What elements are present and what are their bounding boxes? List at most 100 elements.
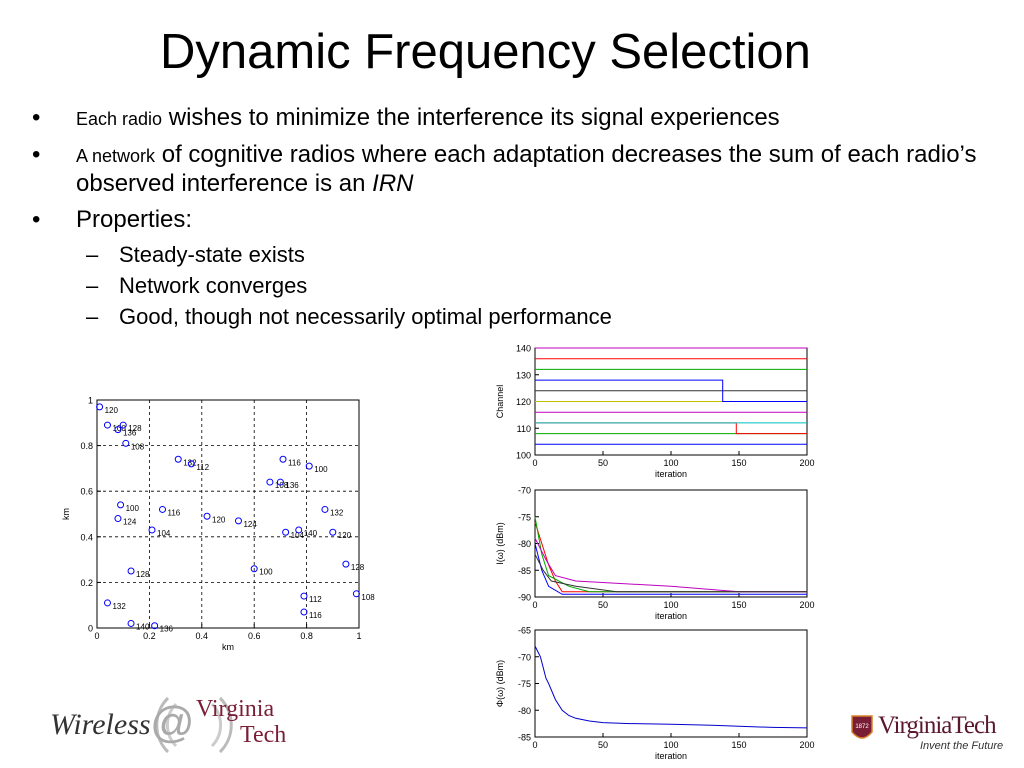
scatter-point xyxy=(321,505,329,513)
point-label: 132 xyxy=(330,508,344,517)
point-label: 136 xyxy=(285,481,299,490)
y-tick-label: 0.6 xyxy=(80,487,93,497)
y-tick-label: -75 xyxy=(518,512,531,522)
scatter-point xyxy=(127,619,135,627)
scatter-point xyxy=(96,403,104,411)
vt-seal-icon: 1872 xyxy=(851,715,873,739)
point-label: 116 xyxy=(288,458,301,467)
point-label: 100 xyxy=(112,424,126,433)
scatter-point xyxy=(127,567,135,575)
x-tick-label: 0.4 xyxy=(196,631,209,641)
scatter-point xyxy=(234,517,242,525)
dash-icon: – xyxy=(86,304,99,329)
point-label: 116 xyxy=(309,611,322,620)
x-tick-label: 150 xyxy=(731,600,746,610)
x-axis-label: km xyxy=(222,642,234,652)
x-tick-label: 0.2 xyxy=(143,631,156,641)
point-label: 120 xyxy=(338,531,352,540)
scatter-point xyxy=(329,528,337,536)
point-label: 116 xyxy=(168,508,181,517)
x-tick-label: 1 xyxy=(356,631,361,641)
bullet-dot-icon: • xyxy=(32,206,41,233)
x-tick-label: 150 xyxy=(731,740,746,750)
point-label: 108 xyxy=(131,442,145,451)
x-tick-label: 0 xyxy=(532,458,537,468)
point-label: 132 xyxy=(112,602,126,611)
point-label: 100 xyxy=(259,568,273,577)
series-line xyxy=(535,379,807,402)
bullet-dot-icon: • xyxy=(32,141,41,168)
vt-name-text: VirginiaTech xyxy=(878,712,997,739)
y-tick-label: 140 xyxy=(516,344,531,354)
point-label: 108 xyxy=(275,481,289,490)
bullet-italic: IRN xyxy=(372,170,414,197)
point-label: 128 xyxy=(136,570,150,579)
x-axis-label: iteration xyxy=(655,751,687,761)
sub-bullet-item: –Network converges xyxy=(30,273,990,299)
point-label: 140 xyxy=(136,622,150,631)
scatter-point xyxy=(114,426,122,434)
scatter-point xyxy=(103,421,111,429)
series-line xyxy=(534,553,807,593)
vt-tagline-text: Invent the Future xyxy=(920,740,1004,752)
y-tick-label: 0.8 xyxy=(80,441,93,451)
x-tick-label: 100 xyxy=(663,600,678,610)
y-tick-label: -85 xyxy=(518,566,531,576)
bullet-text: Properties: xyxy=(76,206,193,233)
y-tick-label: 0.2 xyxy=(80,578,93,588)
x-tick-label: 50 xyxy=(598,740,608,750)
point-label: 128 xyxy=(128,424,142,433)
y-axis-label: Channel xyxy=(495,385,505,419)
scatter-point xyxy=(295,526,303,534)
scatter-point xyxy=(117,501,125,509)
y-tick-label: 130 xyxy=(516,370,531,380)
x-tick-label: 50 xyxy=(598,600,608,610)
y-tick-label: 1 xyxy=(88,396,93,406)
point-label: 108 xyxy=(361,593,375,602)
scatter-point xyxy=(103,599,111,607)
sub-bullet-text: Network converges xyxy=(119,273,308,298)
scatter-point xyxy=(174,455,182,463)
y-tick-label: -85 xyxy=(518,733,531,743)
bullet-lead: Each radio xyxy=(76,109,163,129)
y-axis-label: Φ(ω) (dBm) xyxy=(495,660,505,707)
series-line xyxy=(534,543,807,595)
sub-bullet-item: –Good, though not necessarily optimal pe… xyxy=(30,304,990,330)
dash-icon: – xyxy=(86,242,99,267)
y-tick-label: -75 xyxy=(518,679,531,689)
sub-bullet-text: Steady-state exists xyxy=(119,242,305,267)
y-axis-label: km xyxy=(61,508,71,520)
sub-bullet-text: Good, though not necessarily optimal per… xyxy=(119,304,612,329)
logo-at-text: @ xyxy=(150,698,195,747)
logo-virginia-text: Virginia xyxy=(196,696,275,722)
scatter-point xyxy=(187,460,195,468)
scatter-point xyxy=(148,526,156,534)
scatter-point xyxy=(159,505,166,513)
x-tick-label: 200 xyxy=(799,740,814,750)
x-tick-label: 0 xyxy=(532,740,537,750)
virginia-tech-logo: 1872 VirginiaTech Invent the Future xyxy=(850,712,1020,762)
scatter-point xyxy=(279,455,287,463)
point-label: 104 xyxy=(157,529,171,538)
x-tick-label: 50 xyxy=(598,458,608,468)
bullet-list: • Each radio wishes to minimize the inter… xyxy=(30,104,990,335)
point-label: 112 xyxy=(309,595,322,604)
scatter-point xyxy=(250,565,258,573)
bullet-text: wishes to minimize the interference its … xyxy=(162,104,780,131)
x-tick-label: 0.8 xyxy=(300,631,313,641)
scatter-point xyxy=(305,462,313,470)
scatter-point xyxy=(276,478,284,486)
point-label: 140 xyxy=(304,529,318,538)
point-label: 124 xyxy=(123,518,137,527)
y-tick-label: -70 xyxy=(518,486,531,496)
x-tick-label: 0.6 xyxy=(248,631,261,641)
point-label: 128 xyxy=(351,563,365,572)
x-tick-label: 150 xyxy=(731,458,746,468)
bullet-item: •Each radio wishes to minimize the inter… xyxy=(30,104,990,133)
scatter-point xyxy=(151,622,159,630)
wireless-logo: Wireless @ Virginia Tech xyxy=(50,690,300,760)
bullet-item: •A network of cognitive radios where eac… xyxy=(30,141,990,198)
dash-icon: – xyxy=(86,273,99,298)
